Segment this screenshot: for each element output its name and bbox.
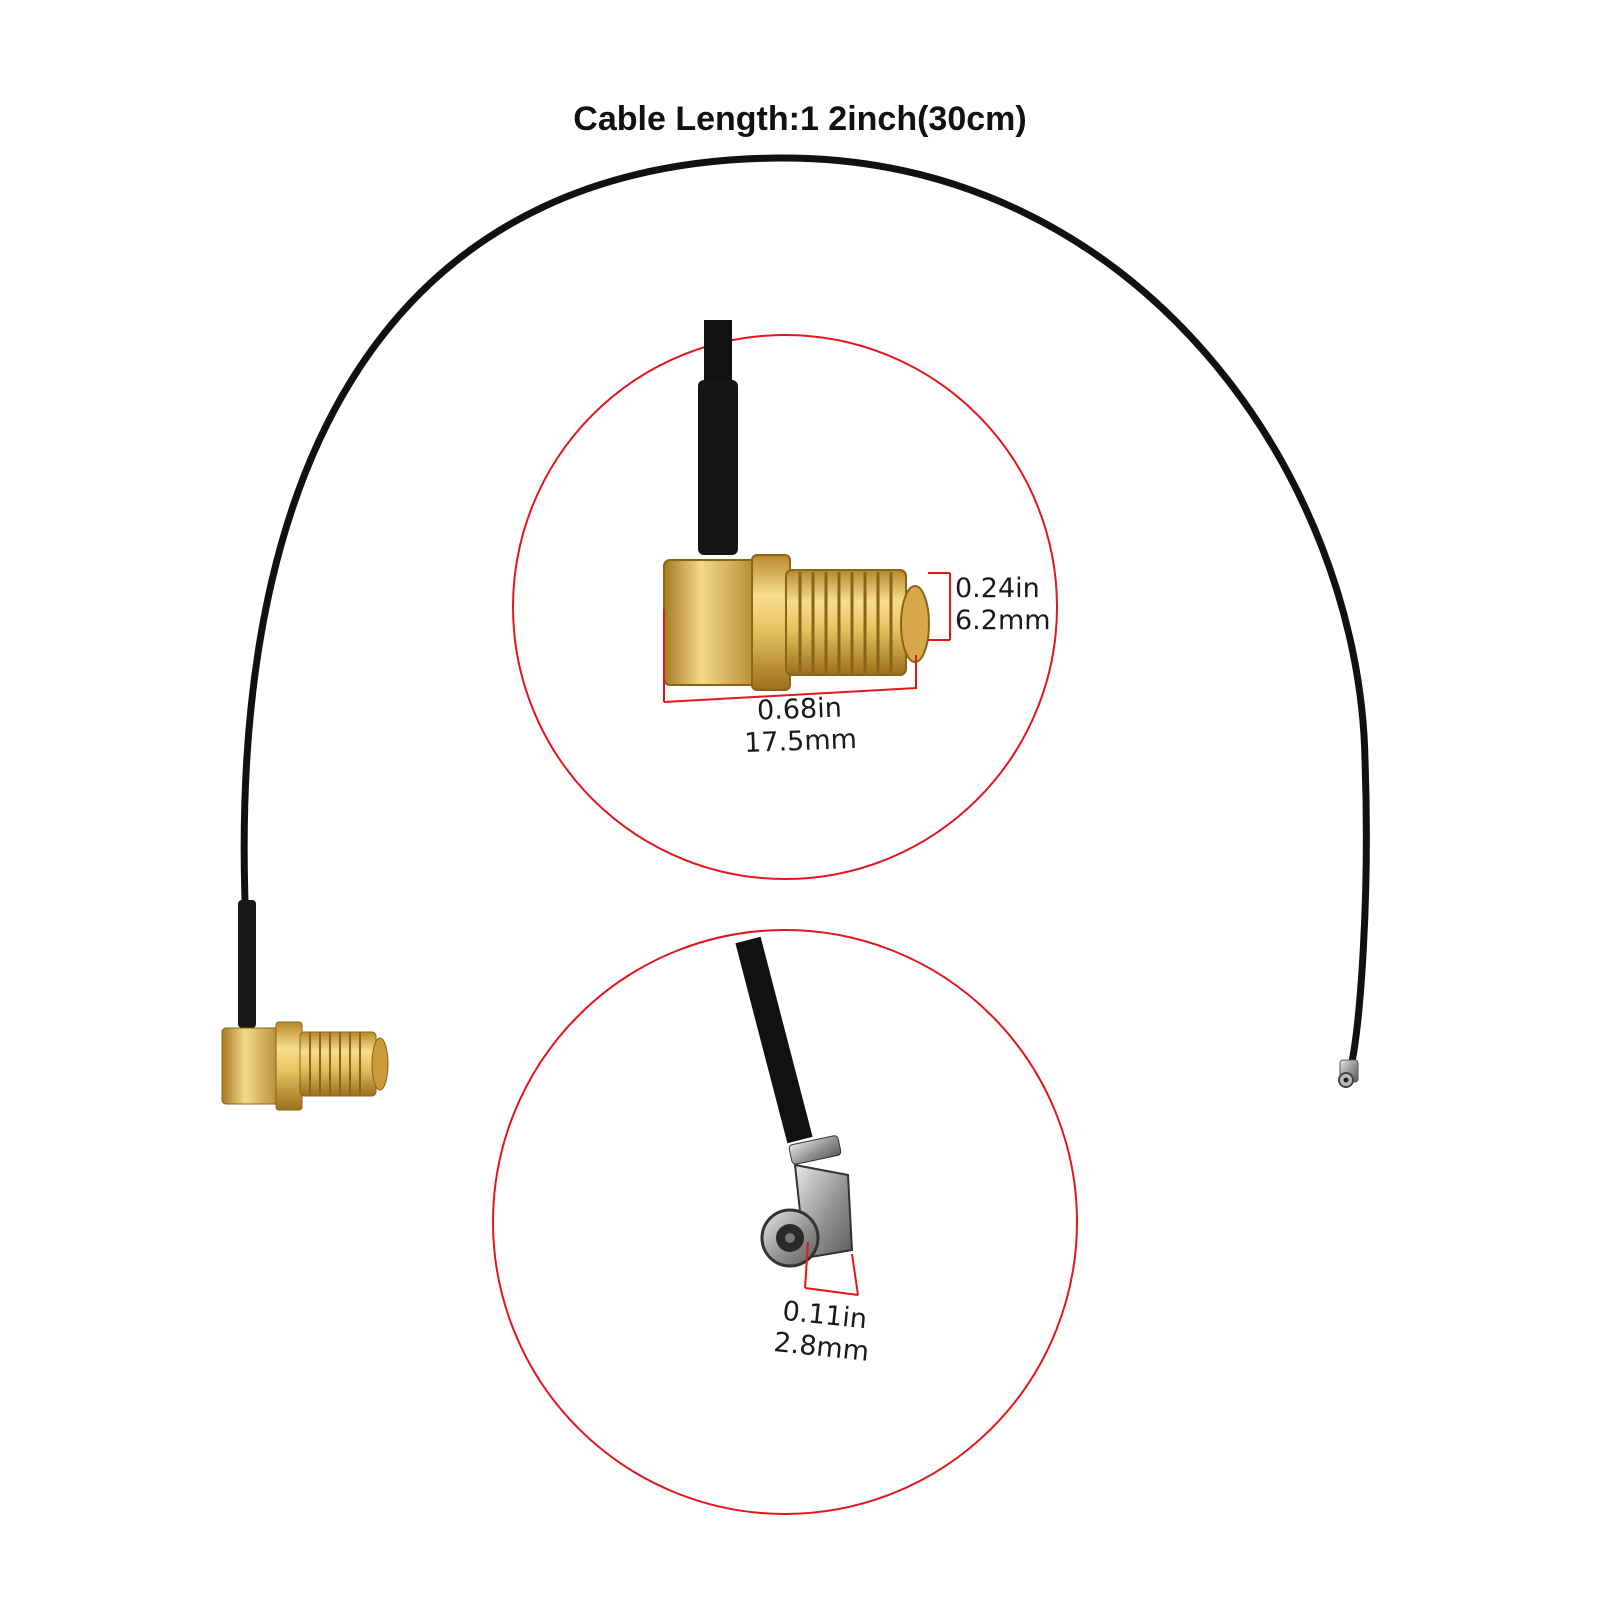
dimension-lines-sma (663, 572, 951, 703)
sma-diameter-label: 0.24in 6.2mm (955, 573, 1055, 637)
dimension-lines-ufl (804, 1241, 859, 1296)
sma-connector-zoom (663, 320, 930, 691)
ufl-connector-small (1338, 1059, 1359, 1088)
zoom-circle-ufl (492, 929, 1078, 1515)
sma-length-label: 0.68in 17.5mm (719, 691, 881, 761)
cable-sleeve (238, 900, 256, 1028)
sma-length-mm: 17.5mm (743, 724, 858, 759)
cable-length-title: Cable Length:1 2inch(30cm) (573, 100, 1027, 138)
zoom-circle-sma (512, 334, 1058, 880)
ufl-connector-zoom (735, 936, 854, 1268)
sma-diameter-mm: 6.2mm (955, 605, 1051, 636)
ufl-size-label: 0.11in 2.8mm (765, 1294, 881, 1369)
sma-diameter-in: 0.24in (955, 573, 1040, 604)
sma-connector-small (221, 1021, 389, 1111)
coax-cable (240, 154, 1370, 1066)
